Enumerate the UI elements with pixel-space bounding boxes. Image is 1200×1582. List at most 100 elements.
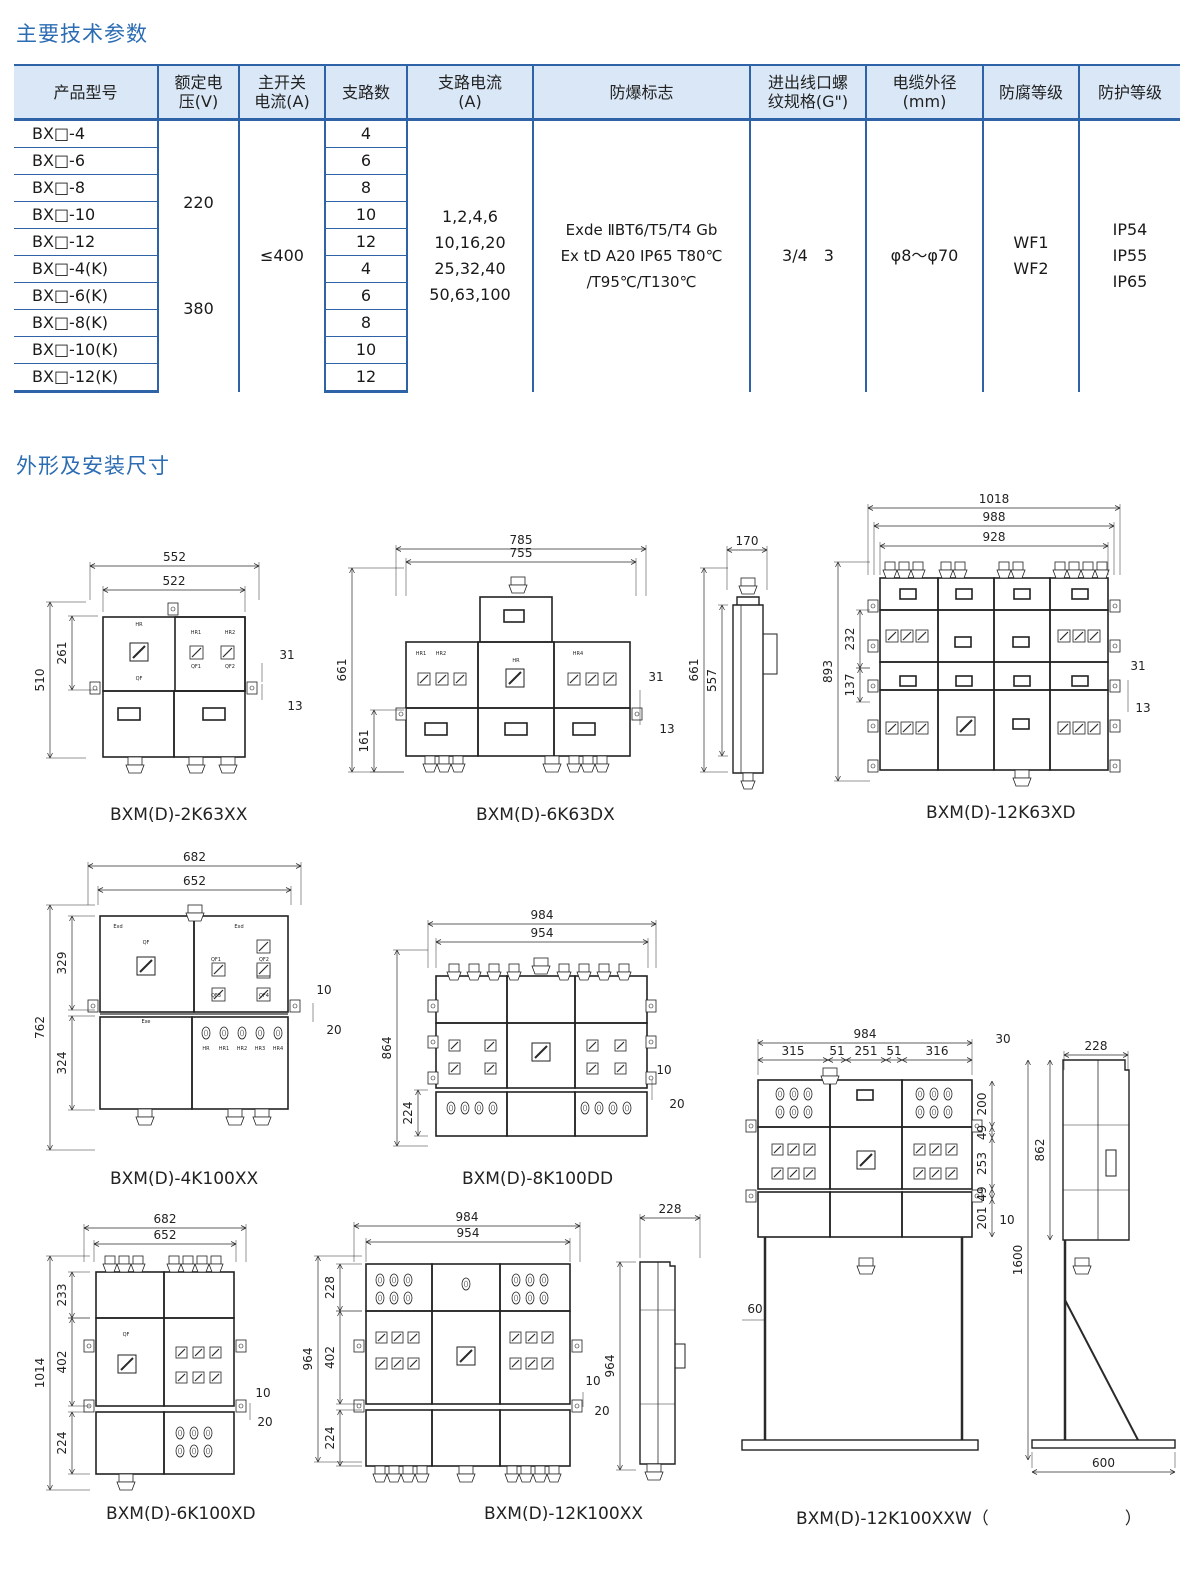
drawing-line	[885, 1059, 892, 1063]
panel-label: Exd	[234, 924, 243, 930]
caption-bxm-12k63xd: BXM(D)-12K63XD	[926, 803, 1076, 823]
dimension-label: 51	[829, 1044, 844, 1058]
indicator-lamp-icon	[203, 1444, 213, 1458]
indicator-lamp-icon	[191, 1447, 197, 1455]
panel-window	[955, 588, 973, 600]
drawing-line	[437, 674, 447, 684]
panel-window	[1013, 588, 1031, 600]
enclosure-outline	[95, 1271, 165, 1319]
drawing-line	[989, 1183, 993, 1190]
cable-gland-icon	[544, 755, 560, 765]
drawing-line	[588, 1064, 597, 1073]
drawing-line	[880, 1059, 887, 1063]
dimension-label: 682	[183, 850, 206, 864]
dimension-label: 31	[279, 648, 294, 662]
drawing-line	[317, 1255, 321, 1262]
drawing-line	[47, 752, 51, 759]
drawing-line	[989, 1188, 993, 1195]
drawing-line	[49, 601, 53, 608]
drawing-line	[915, 1145, 924, 1154]
drawing-line	[773, 1169, 782, 1178]
drawing-line	[805, 1169, 814, 1178]
indicator-lamp-icon	[275, 1029, 281, 1037]
cable-gland-icon	[578, 963, 590, 973]
drawing-line	[49, 1255, 53, 1262]
drawing-line	[71, 684, 75, 691]
panel-label: Exe	[141, 1019, 150, 1025]
mounting-ear	[745, 1189, 757, 1203]
mounting-ear	[971, 1119, 983, 1133]
indicator-lamp-icon	[539, 1273, 549, 1287]
dimension-label: 954	[531, 926, 554, 940]
spec-model-cell: BX□-4	[14, 119, 158, 148]
drawing-line	[83, 1227, 90, 1231]
drawing-line	[87, 863, 94, 867]
drawing-line	[527, 1333, 536, 1342]
drawing-line	[69, 915, 73, 922]
drawing-line	[258, 989, 269, 1000]
cable-gland-icon	[566, 763, 582, 773]
cable-gland-icon	[506, 1465, 518, 1475]
panel-label: QF	[143, 940, 150, 946]
drawing-line	[315, 1456, 319, 1463]
cable-gland-icon	[644, 1471, 664, 1481]
panel-label: QF	[123, 1332, 130, 1338]
mounting-ear	[745, 1119, 757, 1133]
side-handle	[1105, 1149, 1117, 1177]
caption-bxm-6k63dx: BXM(D)-6K63DX	[476, 805, 615, 825]
enclosure-outline	[163, 1317, 235, 1407]
enclosure-outline	[173, 690, 246, 758]
spec-branch-count-cell: 12	[324, 228, 407, 256]
indicator-lamp-icon	[610, 1104, 616, 1112]
spec-branch-count-cell: 10	[324, 336, 407, 364]
panel-window	[504, 722, 528, 736]
indicator-lamp-icon	[596, 1104, 602, 1112]
spec-header-3: 支路数	[324, 65, 407, 120]
dimension-label: 31	[648, 670, 663, 684]
spec-row: BX□-6(K)6	[14, 282, 1180, 310]
cable-gland-icon	[116, 1481, 136, 1491]
dimension-label: 661	[335, 659, 349, 682]
cable-gland-icon	[438, 755, 450, 765]
dimension-label: 20	[257, 1415, 272, 1429]
drawing-line	[132, 645, 146, 659]
caption-bxm-4k100xx: BXM(D)-4K100XX	[110, 1169, 259, 1189]
enclosure-outline	[95, 1411, 165, 1475]
cable-gland-icon	[580, 763, 596, 773]
drawing-line	[405, 559, 412, 563]
dimension-label: 10	[656, 1063, 671, 1077]
drawing-line	[719, 750, 723, 757]
mounting-ear	[867, 679, 879, 693]
drawing-line	[394, 1140, 398, 1147]
drawing-line	[721, 604, 725, 611]
indicator-lamp-icon	[511, 1273, 521, 1287]
dimension-label: 652	[154, 1228, 177, 1242]
mounting-ear	[430, 1003, 436, 1009]
cable-gland-icon	[598, 963, 610, 973]
drawing-line	[337, 1305, 341, 1312]
cable-gland-icon	[582, 755, 594, 765]
cable-gland-icon	[1068, 561, 1080, 571]
drawing-line	[859, 609, 863, 616]
drawing-line	[365, 1241, 372, 1245]
drawing-line	[1027, 1454, 1031, 1461]
cable-gland-icon	[468, 963, 480, 973]
drawing-line	[1169, 1469, 1176, 1473]
drawing-line	[405, 561, 412, 565]
drawing-line	[1122, 1054, 1129, 1058]
indicator-lamp-icon	[448, 1104, 454, 1112]
enclosure-outline	[499, 1263, 571, 1312]
drawing-line	[83, 1225, 90, 1229]
drawing-line	[285, 887, 292, 891]
indicator-lamp-icon	[777, 1108, 783, 1116]
drawing-line	[240, 1227, 247, 1231]
spec-model-cell: BX□-10(K)	[14, 336, 158, 364]
indicator-lamp-icon	[929, 1087, 939, 1101]
cable-gland-icon	[137, 1108, 153, 1118]
